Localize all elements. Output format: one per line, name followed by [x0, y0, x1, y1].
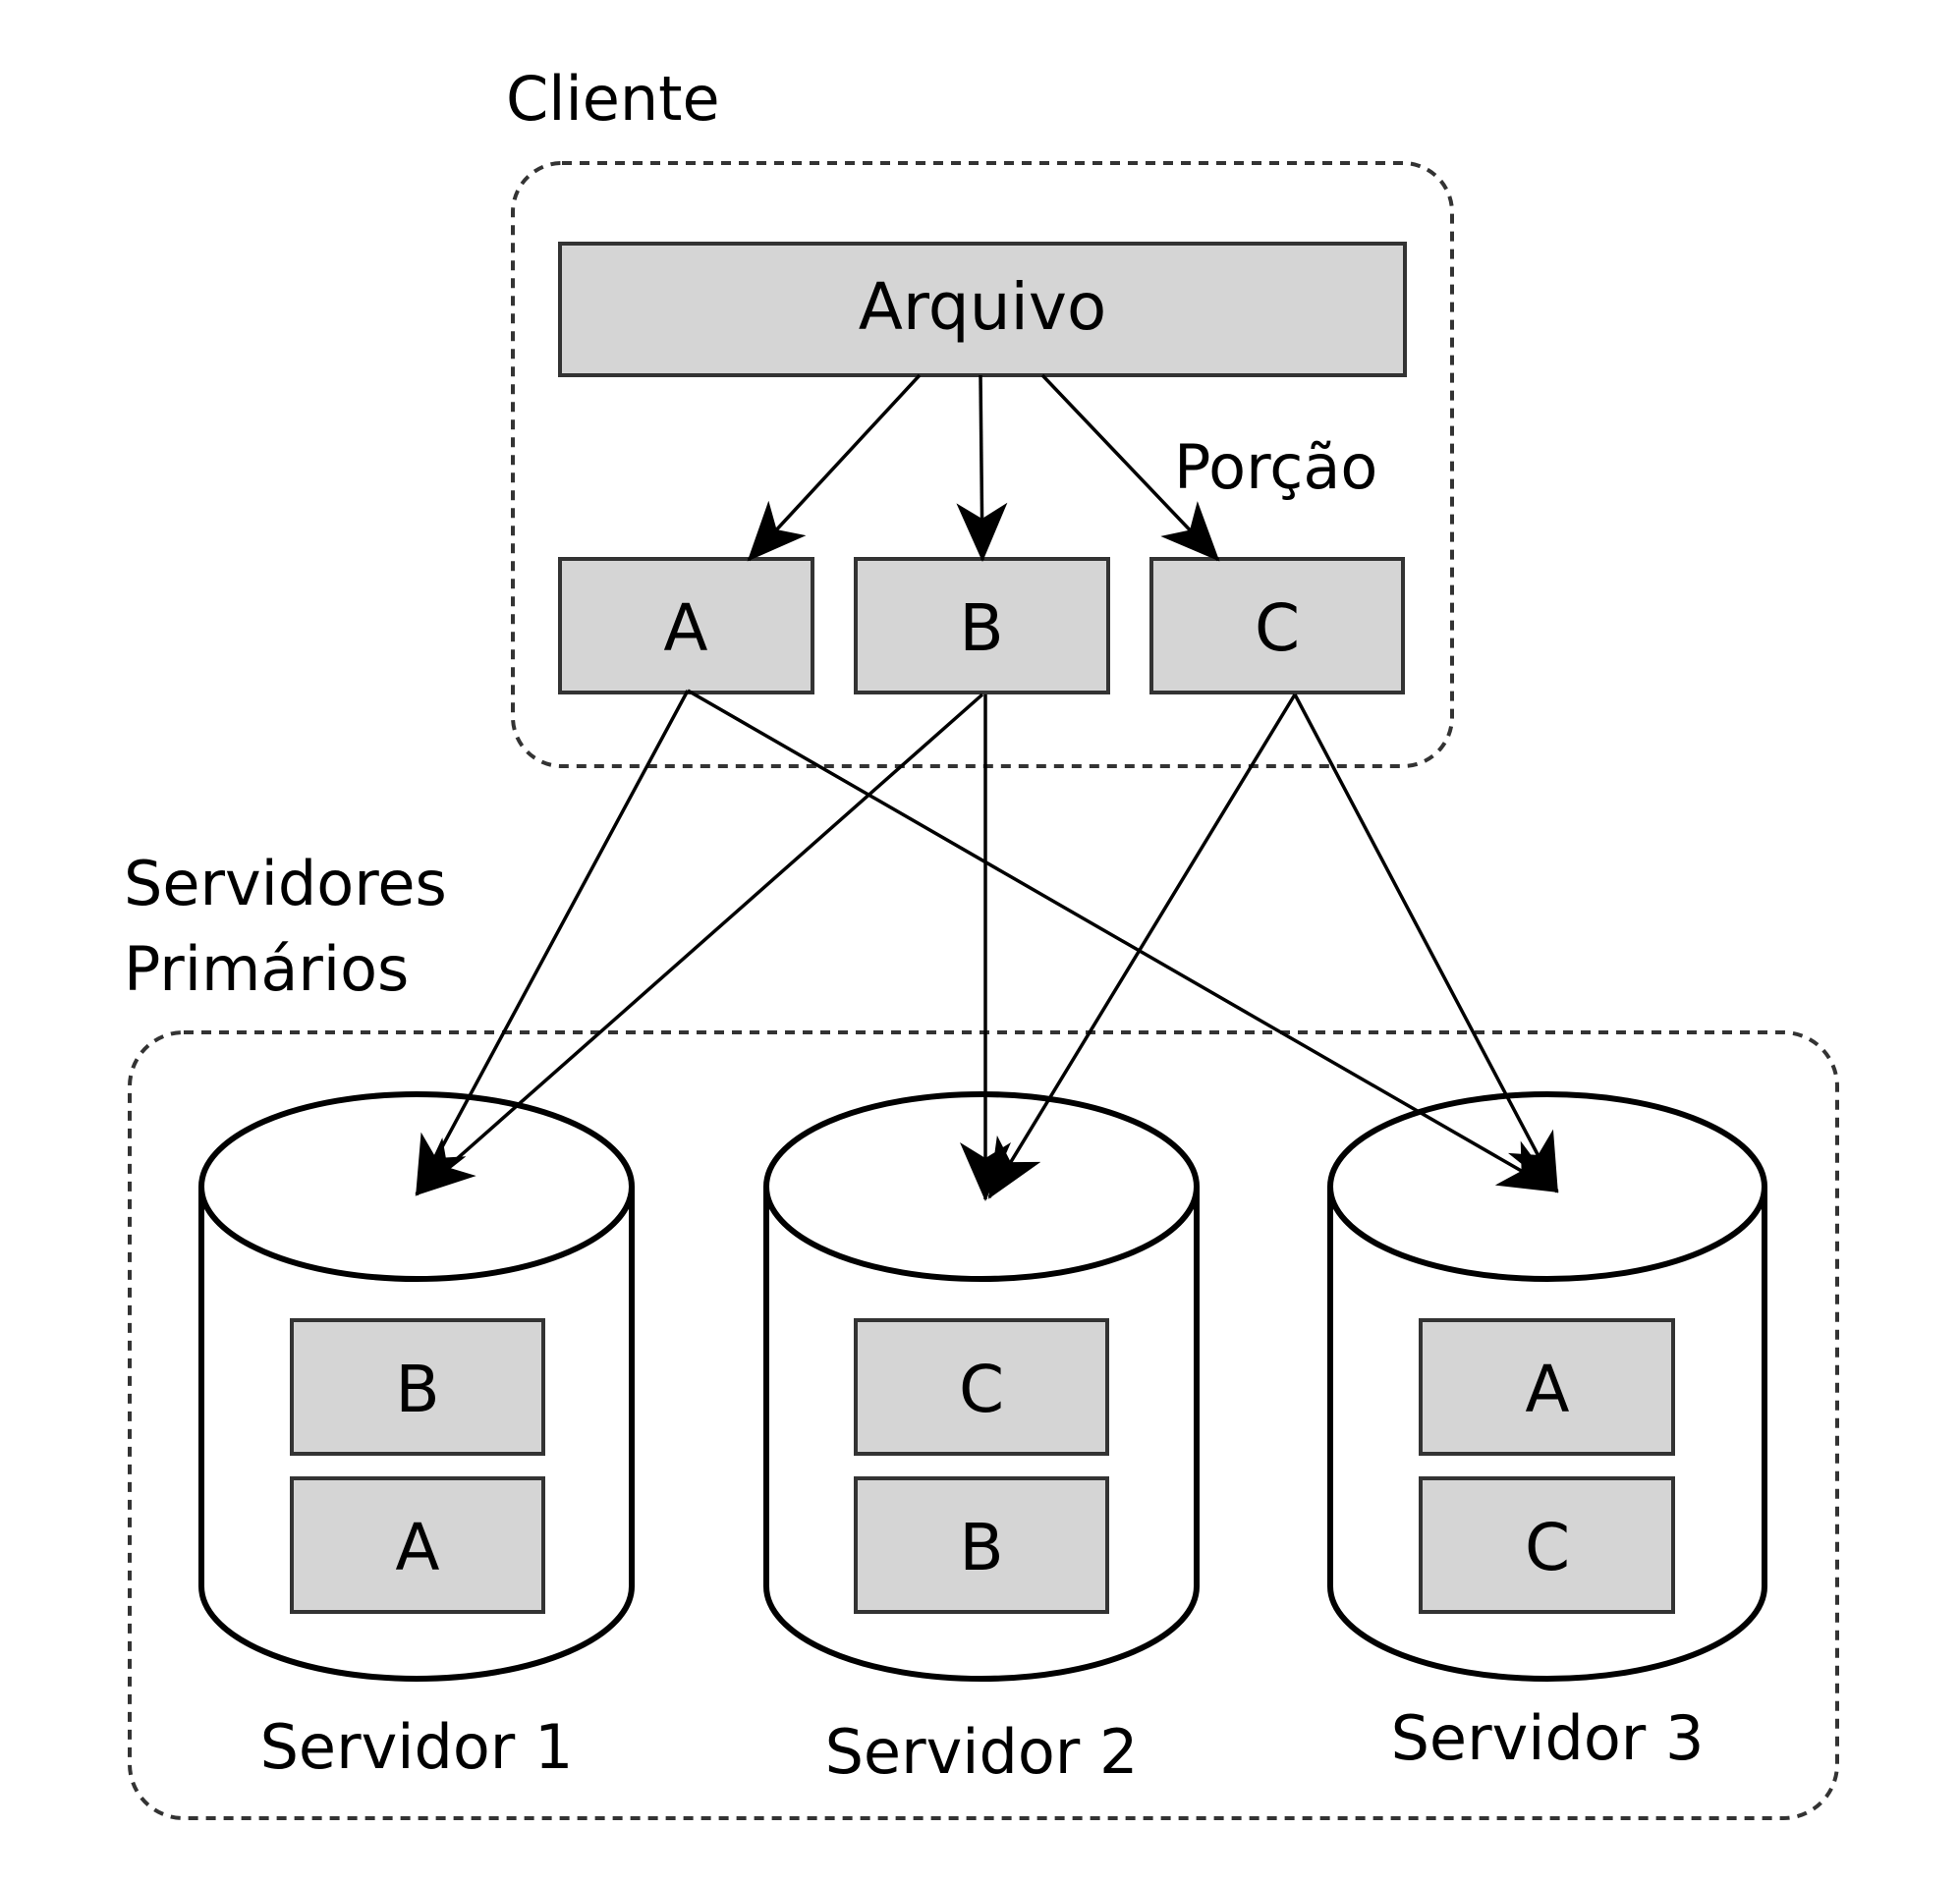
split-arrow-c [1040, 373, 1220, 562]
client-title: Cliente [506, 63, 720, 135]
replica-arrow-a-to-server-1 [415, 690, 690, 1196]
servers-title-line2: Primários [124, 933, 409, 1005]
server-2-chunk-bottom: B [854, 1476, 1109, 1614]
file-box: Arquivo [558, 242, 1407, 377]
server-2-chunk-bottom-label: B [959, 1510, 1003, 1585]
server-2-top [763, 1091, 1200, 1282]
server-1-chunk-bottom: A [290, 1476, 545, 1614]
replica-arrow-b-to-server-1 [415, 693, 984, 1196]
server-3-chunk-top-label: A [1525, 1352, 1569, 1427]
server-3-chunk-bottom-label: C [1525, 1510, 1570, 1585]
client-chunk-b-label: B [959, 590, 1003, 666]
server-1-chunk-bottom-label: A [395, 1510, 439, 1585]
client-chunk-a-label: A [663, 590, 707, 666]
server-2-chunk-top: C [854, 1318, 1109, 1456]
server-1: B A Servidor 1 [198, 1091, 635, 1783]
server-2-name: Servidor 2 [825, 1716, 1139, 1788]
client-chunk-c-label: C [1255, 590, 1300, 666]
servers-group [128, 1030, 1839, 1820]
server-1-top [198, 1091, 635, 1282]
server-3-chunk-top: A [1419, 1318, 1675, 1456]
server-2: C B Servidor 2 [763, 1091, 1200, 1788]
split-arrow-b [956, 374, 1008, 562]
server-3-name: Servidor 3 [1391, 1702, 1705, 1774]
client-chunk-c: C [1149, 557, 1405, 694]
server-3: A C Servidor 3 [1327, 1091, 1767, 1774]
file-label: Arquivo [859, 269, 1107, 345]
split-arrow-a [747, 373, 922, 562]
server-1-name: Servidor 1 [260, 1711, 574, 1783]
server-1-chunk-top: B [290, 1318, 545, 1456]
replica-arrow-c-to-server-3 [1293, 693, 1559, 1193]
server-2-chunk-top-label: C [959, 1352, 1004, 1427]
portion-label: Porção [1174, 431, 1377, 503]
replica-arrow-a-to-server-3 [687, 689, 1559, 1193]
client-chunk-a: A [558, 557, 814, 694]
server-3-chunk-bottom: C [1419, 1476, 1675, 1614]
server-1-chunk-top-label: B [395, 1352, 439, 1427]
replica-arrow-c-to-server-2 [987, 693, 1297, 1199]
client-group [511, 161, 1454, 768]
servers-title-line1: Servidores [124, 848, 447, 919]
client-chunk-b: B [854, 557, 1110, 694]
